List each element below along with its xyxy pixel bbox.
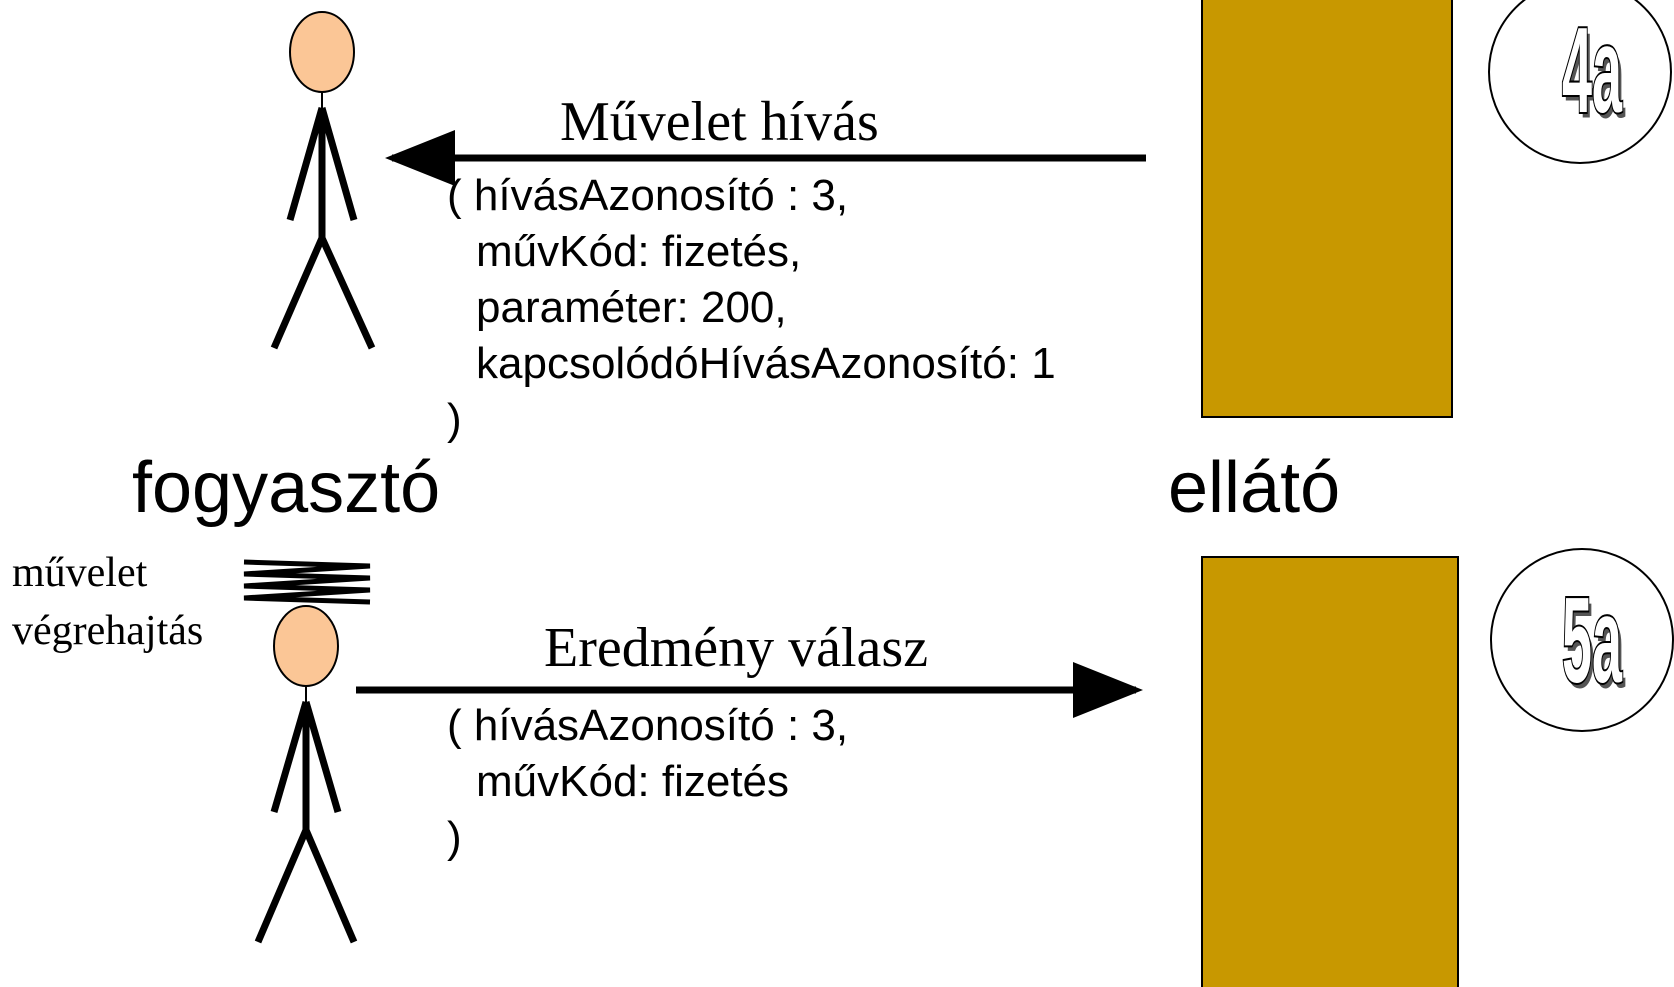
stick-figure-bottom: [254, 605, 358, 944]
call-param-line: ( hívásAzonosító : 3,: [447, 171, 848, 220]
result-arrow-label: Eredmény válasz: [544, 617, 928, 679]
provider-label: ellátó: [1168, 448, 1340, 528]
stick-figure-top: [270, 11, 376, 350]
badge-label-5a: 5a: [1562, 572, 1622, 708]
svg-text:5a: 5a: [1565, 578, 1625, 714]
svg-text:4a: 4a: [1565, 8, 1625, 144]
call-arrow-label: Művelet hívás: [560, 91, 879, 153]
result-param-line: ( hívásAzonosító : 3,: [447, 701, 848, 750]
execution-label-line2: végrehajtás: [12, 608, 203, 654]
call-parameters: ( hívásAzonosító : 3, művKód: fizetés, p…: [447, 171, 1056, 444]
call-param-line: ): [447, 395, 462, 444]
figure-head-top: [289, 11, 355, 93]
figure-head-bottom: [273, 605, 339, 687]
step-badge-5a: 5a 5a: [1490, 548, 1674, 732]
step-badge-4a: 4a 4a: [1488, 0, 1672, 164]
consumer-label: fogyasztó: [132, 448, 440, 528]
call-param-line: művKód: fizetés,: [476, 227, 801, 276]
call-param-line: kapcsolódóHívásAzonosító: 1: [476, 339, 1056, 388]
badge-label-4a: 4a: [1562, 2, 1622, 138]
call-param-line: paraméter: 200,: [476, 283, 787, 332]
result-param-line: művKód: fizetés: [476, 757, 789, 806]
result-parameters: ( hívásAzonosító : 3, művKód: fizetés ): [447, 701, 848, 862]
result-param-line: ): [447, 813, 462, 862]
provider-box-bottom: [1201, 556, 1459, 987]
provider-box-top: [1201, 0, 1453, 418]
execution-zigzag: [243, 559, 371, 605]
execution-label-line1: művelet: [12, 550, 148, 596]
